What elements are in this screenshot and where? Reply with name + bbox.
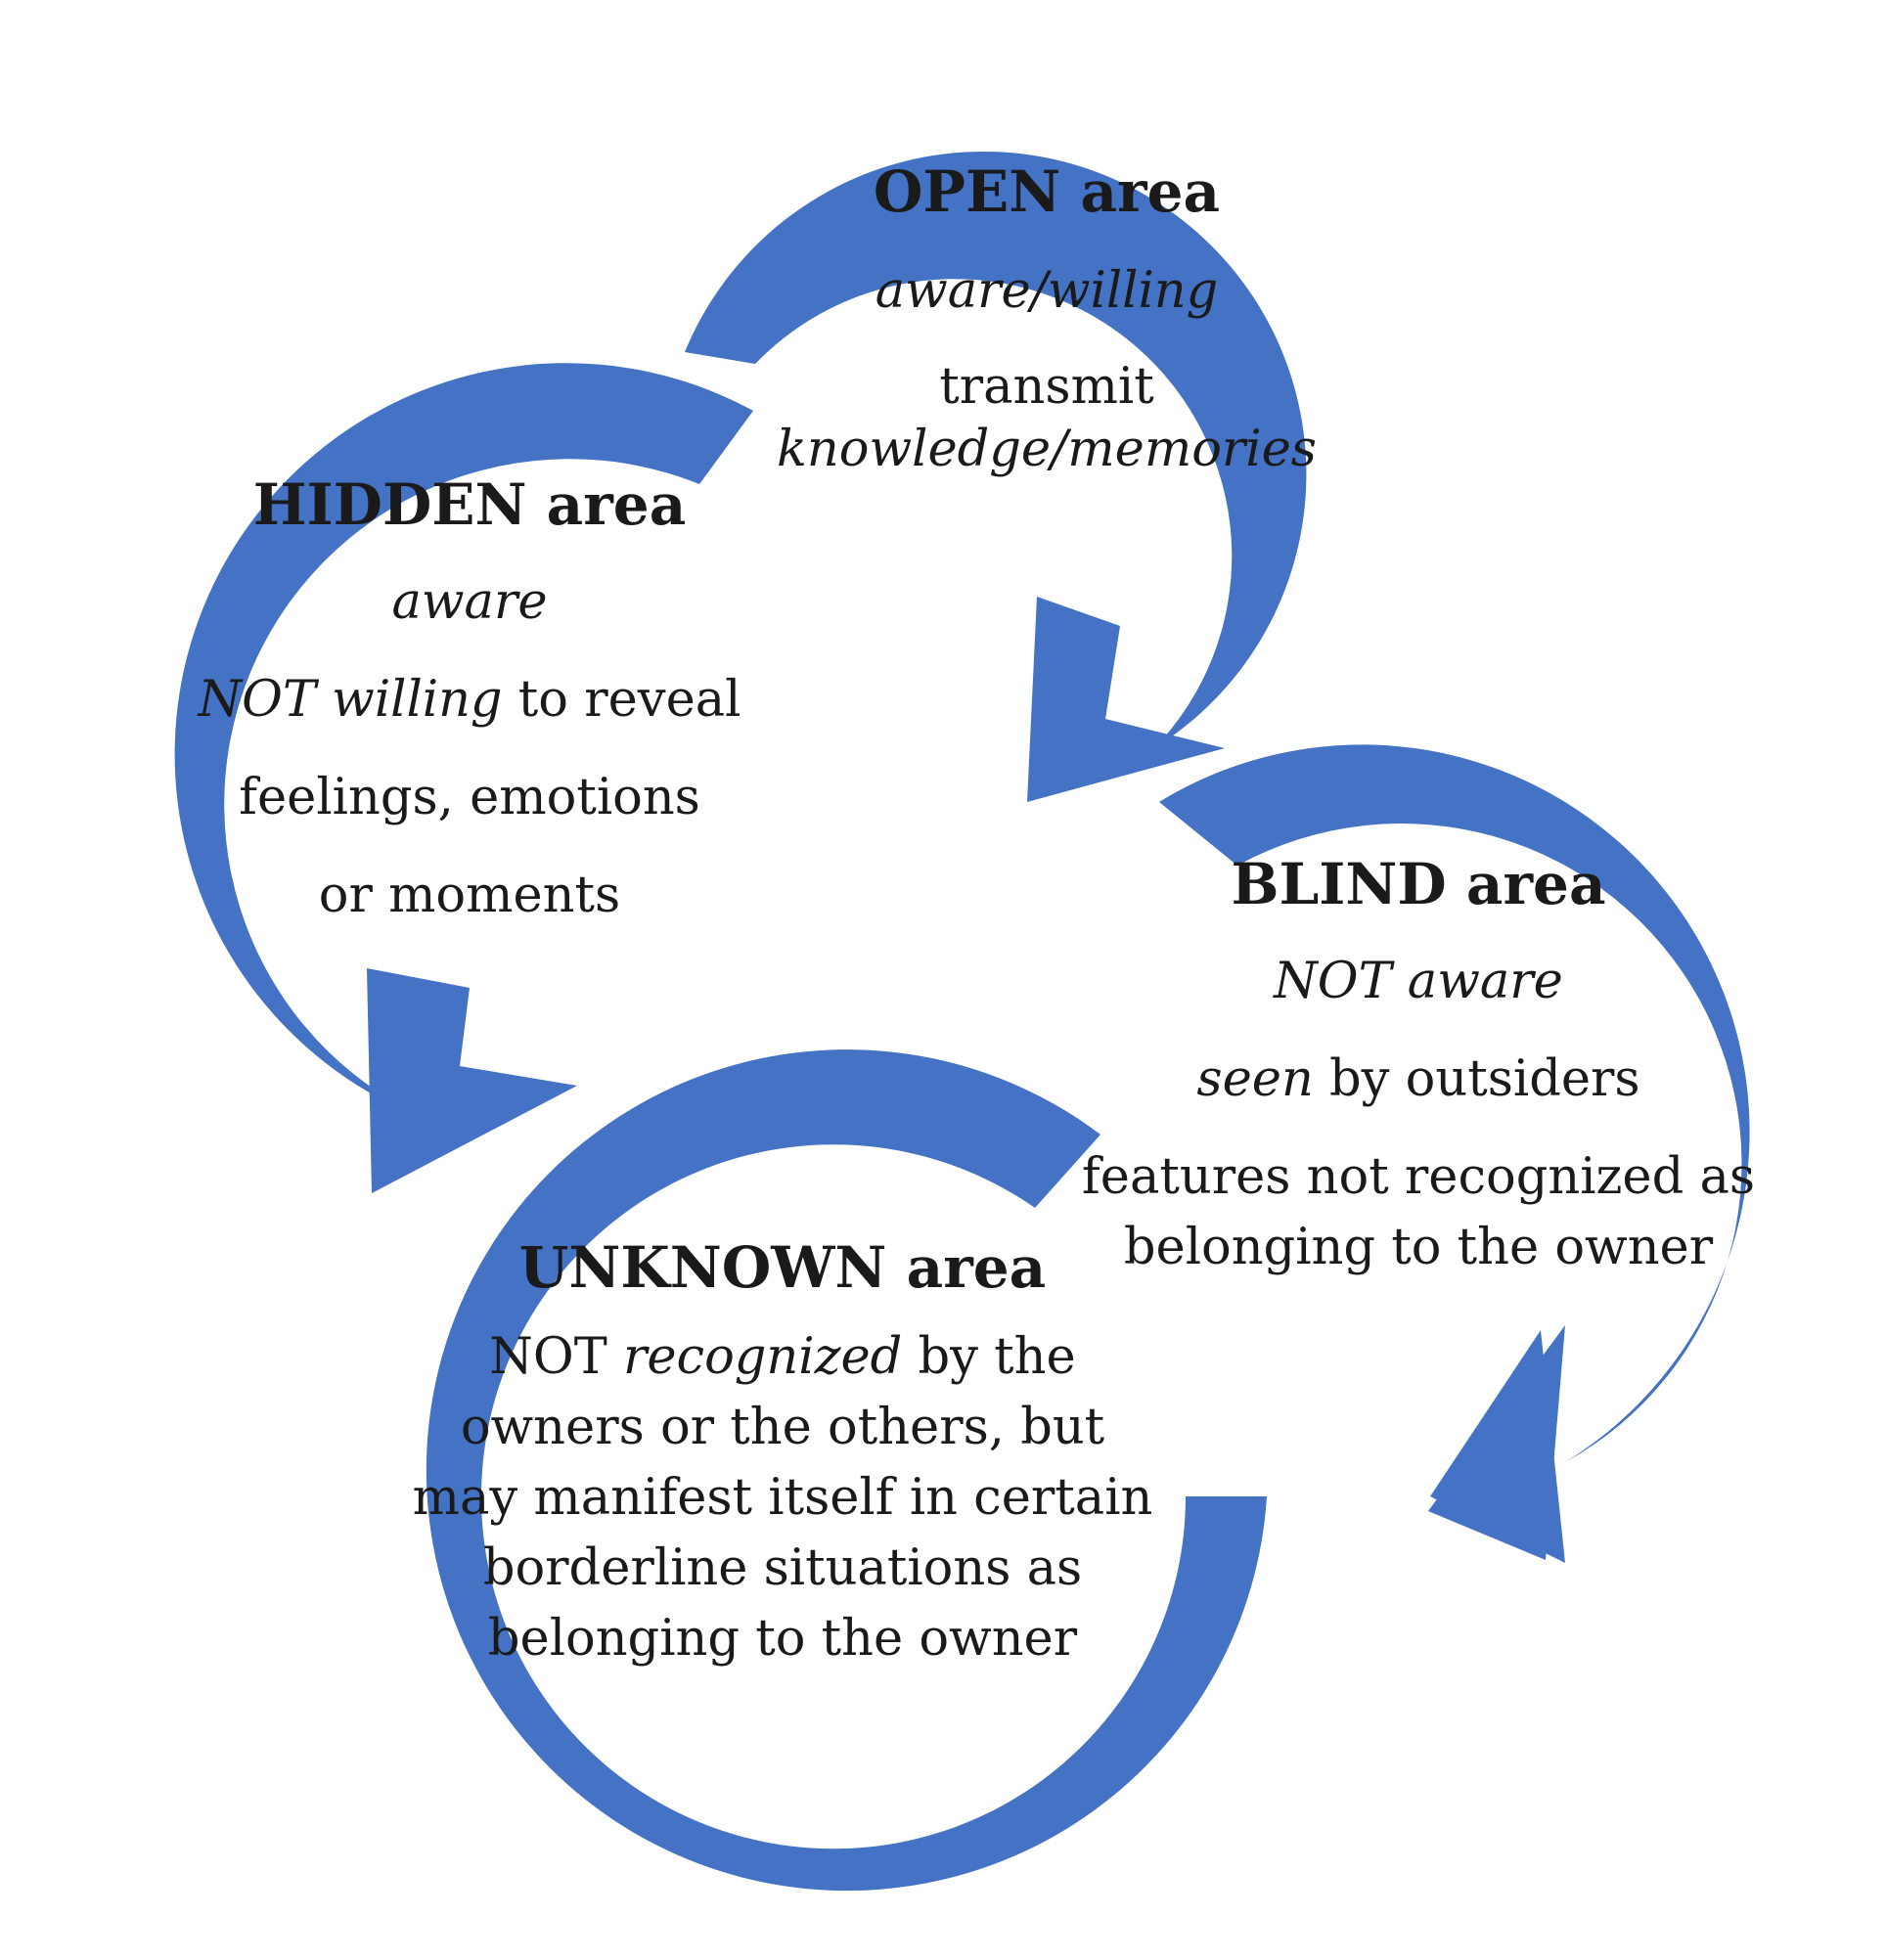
blind-area-seen: seen by outsiders	[1056, 1045, 1780, 1115]
open-area-text: OPEN area aware/willing transmit knowled…	[773, 156, 1321, 485]
hidden-area-feelings: feelings, emotions	[239, 769, 700, 826]
hidden-area-moments: or moments	[318, 867, 621, 924]
unknown-area-recognition-prefix: NOT	[489, 1328, 623, 1386]
unknown-area-title: UNKNOWN area	[518, 1234, 1047, 1301]
unknown-area-recognition-rest: by the	[902, 1328, 1076, 1386]
hidden-area-arrow	[174, 363, 753, 1193]
blind-area-title: BLIND area	[1231, 851, 1606, 917]
unknown-area-manifest: may manifest itself in certain	[412, 1469, 1153, 1527]
open-area-transmit: transmit	[939, 358, 1154, 416]
blind-area-seen-emphasis: seen	[1196, 1050, 1314, 1108]
hidden-area-willingness: NOT willing to reveal	[157, 665, 783, 735]
hidden-area-awareness: aware	[391, 573, 548, 631]
open-area-title: OPEN area	[873, 158, 1221, 225]
unknown-area-belonging: belonging to the owner	[487, 1610, 1078, 1668]
blind-area-text: BLIND area NOT aware seen by outsiders f…	[1056, 849, 1780, 1283]
blind-area-seen-rest: by outsiders	[1313, 1050, 1640, 1108]
unknown-area-recognition: NOT recognized by the	[391, 1322, 1174, 1393]
open-area-knowledge: knowledge/memories	[777, 421, 1317, 478]
open-area-awareness: aware/willing	[875, 262, 1219, 320]
hidden-area-willingness-emphasis: NOT willing	[198, 671, 503, 729]
open-area-arrow	[685, 151, 1307, 802]
blind-area-features: features not recognized as	[1081, 1148, 1756, 1206]
hidden-area-title: HIDDEN area	[252, 471, 687, 538]
unknown-area-owners: owners or the others, but	[460, 1399, 1105, 1456]
unknown-area-borderline: borderline situations as	[482, 1539, 1083, 1597]
unknown-area-text: UNKNOWN area NOT recognized by the owner…	[391, 1232, 1174, 1674]
blind-area-arrow	[1159, 744, 1750, 1563]
hidden-area-willingness-rest: to reveal	[502, 671, 741, 729]
unknown-area-recognition-emphasis: recognized	[622, 1328, 903, 1386]
hidden-area-text: HIDDEN area aware NOT willing to reveal …	[157, 469, 783, 931]
blind-area-awareness: NOT aware	[1274, 953, 1563, 1010]
blind-area-belonging: belonging to the owner	[1123, 1219, 1714, 1276]
